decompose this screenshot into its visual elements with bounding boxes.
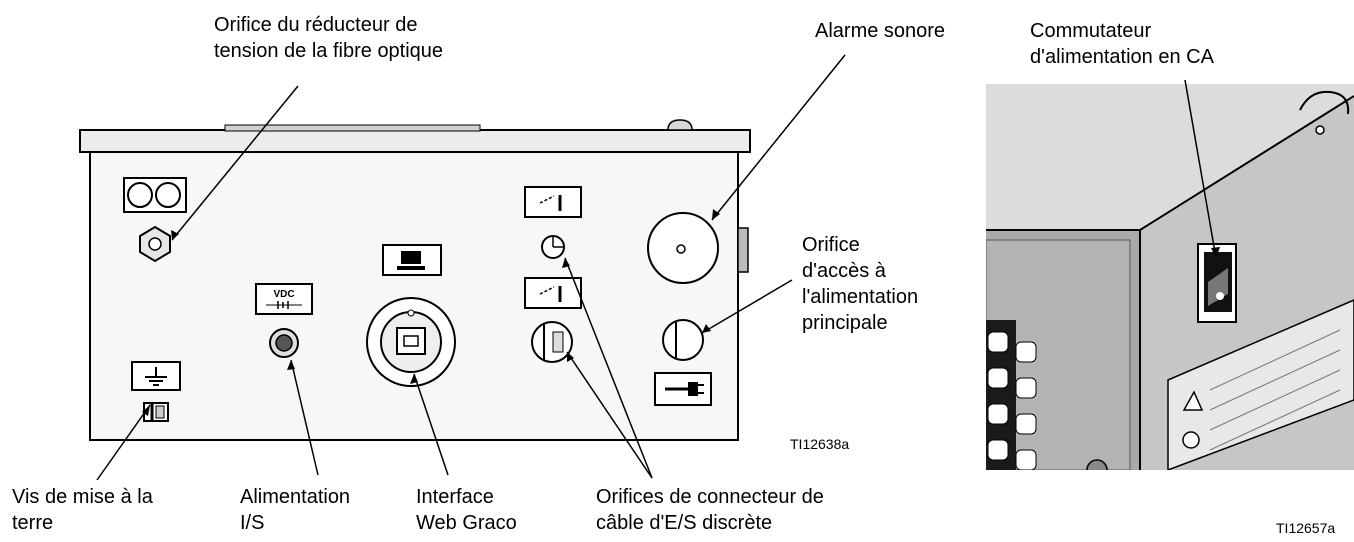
switch-arrowhead <box>1211 247 1220 258</box>
computer-icon <box>382 244 442 276</box>
discrete-io-icon-top <box>524 186 582 218</box>
leader-lines <box>96 54 846 481</box>
strain-relief-hex-nut <box>139 225 171 263</box>
discrete-io-port-bottom <box>531 321 573 363</box>
switch-leader-line <box>1184 79 1217 259</box>
label-vis-mise-terre: Vis de mise à la terre <box>12 486 153 534</box>
enclosure-body <box>89 151 739 441</box>
figure-id-left: TI12638a <box>790 436 850 452</box>
enclosure-lid <box>79 119 751 153</box>
arrowheads <box>142 209 720 416</box>
figure-id-right: TI12657a <box>1276 520 1336 536</box>
discrete-io-icon-bottom <box>524 277 582 309</box>
label-orifice-reducteur: Orifice du réducteur de tension de la fi… <box>214 14 444 62</box>
ac-power-switch <box>1197 243 1237 323</box>
power-plug-icon <box>654 372 712 406</box>
label-interface-web: Interface Web Graco <box>416 486 517 534</box>
label-orifices-connecteur: Orifices de connecteur de câble d'E/S di… <box>596 486 824 534</box>
discrete-io-port-top <box>541 235 565 259</box>
vdc-icon: VDC <box>255 283 313 315</box>
vdc-text: VDC <box>273 289 294 300</box>
web-interface-port <box>366 297 456 387</box>
side-knob <box>737 227 749 273</box>
label-alarme-sonore: Alarme sonore <box>815 20 946 42</box>
double-circle-icon <box>123 177 187 213</box>
main-power-access-port <box>662 319 704 361</box>
label-orifice-acces: Orifice d'accès à l'alimentation princip… <box>802 234 919 334</box>
ground-icon <box>131 361 181 391</box>
label-commutateur: Commutateur d'alimentation en CA <box>1030 20 1214 68</box>
is-power-connector <box>269 328 299 358</box>
label-alimentation-is: Alimentation I/S <box>240 486 351 534</box>
audible-alarm <box>647 212 719 284</box>
